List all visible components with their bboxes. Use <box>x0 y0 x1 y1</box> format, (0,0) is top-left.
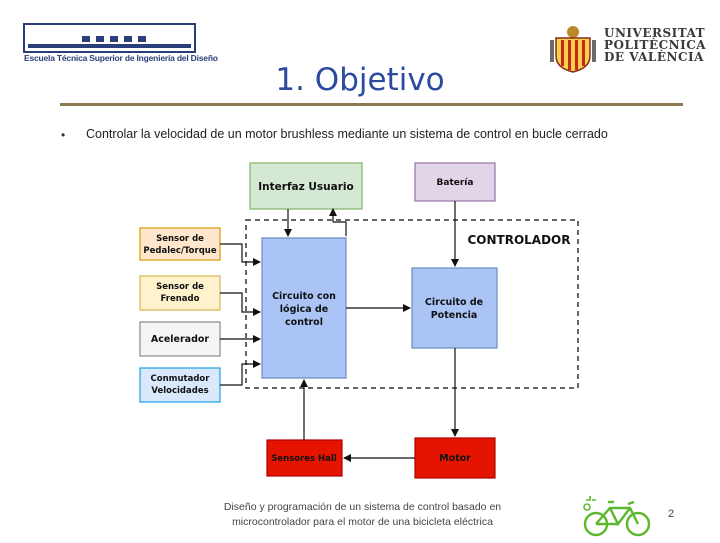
slide-title: 1. Objetivo <box>275 62 445 98</box>
footer-line-2: microcontrolador para el motor de una bi… <box>232 516 493 528</box>
page-number: 2 <box>668 508 675 520</box>
acelerador-label: Acelerador <box>151 334 210 345</box>
sensor-pedalec-label-1: Sensor de <box>156 234 204 244</box>
conmutador-label-2: Velocidades <box>151 386 208 396</box>
school-logo-text: Escuela Técnica Superior de Ingeniería d… <box>24 53 218 63</box>
interfaz-usuario-label: Interfaz Usuario <box>258 181 353 193</box>
logica-label-3: control <box>285 317 323 328</box>
university-seal-icon <box>548 22 598 74</box>
university-line-3: DE VALÈNCIA <box>604 50 704 64</box>
university-logo-text: UNIVERSITAT POLITÈCNICA DE VALÈNCIA <box>604 27 706 63</box>
controller-label: CONTROLADOR <box>467 233 570 247</box>
sensores-hall-label: Sensores Hall <box>271 454 337 464</box>
sensor-frenado-label-2: Frenado <box>161 294 200 304</box>
bullet-text: Controlar la velocidad de un motor brush… <box>86 127 608 141</box>
arrow-frenado-to-logica <box>220 292 261 316</box>
logica-control-box <box>261 237 347 379</box>
bicycle-icon <box>578 494 658 543</box>
potencia-box <box>411 267 498 349</box>
sensor-pedalec-box <box>139 227 221 261</box>
sensores-hall-box <box>266 439 343 477</box>
motor-box <box>414 437 496 479</box>
block-diagram: CONTROLADOR Interfaz Usuario Batería Sen… <box>139 162 579 479</box>
university-line-2: POLITÈCNICA <box>604 38 707 52</box>
interfaz-usuario-box <box>249 162 363 210</box>
arrow-pedalec-to-logica <box>220 243 261 266</box>
university-line-1: UNIVERSITAT <box>604 26 706 40</box>
bateria-box <box>414 162 496 202</box>
potencia-label-2: Potencia <box>431 310 478 321</box>
bullet-marker: • <box>61 128 66 142</box>
school-logo <box>22 22 197 68</box>
bateria-label: Batería <box>437 178 474 188</box>
potencia-label-1: Circuito de <box>425 297 483 308</box>
footer-line-1: Diseño y programación de un sistema de c… <box>223 501 502 513</box>
sensor-frenado-box <box>139 275 221 311</box>
arrow-conmutador-to-logica <box>220 360 261 386</box>
sensor-frenado-label-1: Sensor de <box>156 282 204 292</box>
sensor-pedalec-label-2: Pedalec/Torque <box>143 246 216 256</box>
conmutador-label-1: Conmutador <box>151 374 211 384</box>
footer-text: Diseño y programación de un sistema de c… <box>200 500 525 530</box>
logica-label-2: lógica de <box>280 304 328 315</box>
motor-label: Motor <box>439 453 471 464</box>
controller-region <box>245 219 579 389</box>
title-divider <box>60 103 683 106</box>
logica-label-1: Circuito con <box>272 291 336 302</box>
